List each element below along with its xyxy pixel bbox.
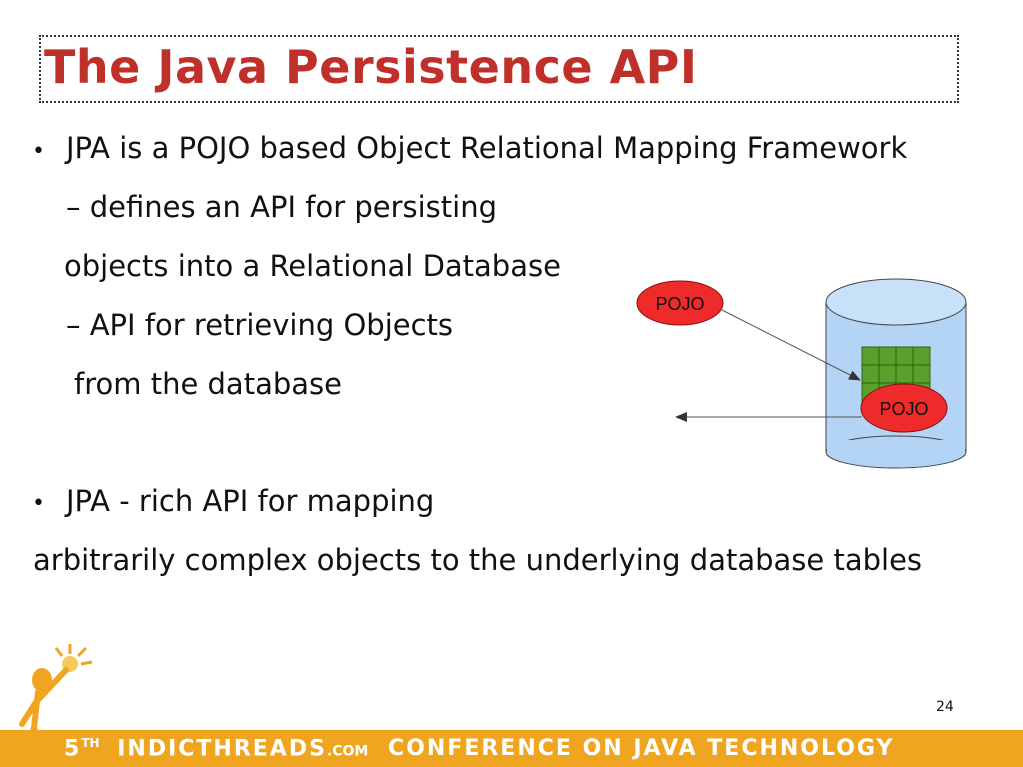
bullet-text-2: JPA - rich API for mapping xyxy=(66,484,435,518)
sub-line-objects: objects into a Relational Database xyxy=(64,249,561,283)
persist-arrow xyxy=(721,309,861,381)
footer-number: 5 xyxy=(64,736,82,762)
pojo-label-top: POJO xyxy=(655,294,704,314)
sub-line-defines: – defines an API for persisting xyxy=(66,190,498,224)
slide-title: The Java Persistence API xyxy=(44,40,698,94)
pojo-ellipse-top: POJO xyxy=(636,280,724,326)
page-number: 24 xyxy=(936,699,954,715)
pojo-label-bottom: POJO xyxy=(879,399,928,419)
footer-bar xyxy=(0,730,1023,767)
footer-superscript: TH xyxy=(81,736,100,750)
footer-brand: INDICTHREADS xyxy=(117,736,327,762)
bullet-dot: • xyxy=(32,491,45,516)
pojo-ellipse-bottom: POJO xyxy=(860,383,948,433)
footer-conference-title: 5TH INDICTHREADS.COM CONFERENCE ON JAVA … xyxy=(64,736,894,761)
bullet-dot: • xyxy=(32,139,45,164)
footer-brand-suffix: .COM xyxy=(326,743,369,760)
persistence-diagram: POJO POJO xyxy=(636,278,967,469)
body-line-arbitrarily: arbitrarily complex objects to the under… xyxy=(33,543,923,577)
sub-line-from-db: from the database xyxy=(74,367,342,401)
bullet-text-1: JPA is a POJO based Object Relational Ma… xyxy=(66,131,908,165)
mascot-logo xyxy=(19,644,93,767)
footer-tagline: CONFERENCE ON JAVA TECHNOLOGY xyxy=(388,736,895,762)
title-frame xyxy=(39,35,959,103)
sub-line-retrieving: – API for retrieving Objects xyxy=(66,308,454,342)
